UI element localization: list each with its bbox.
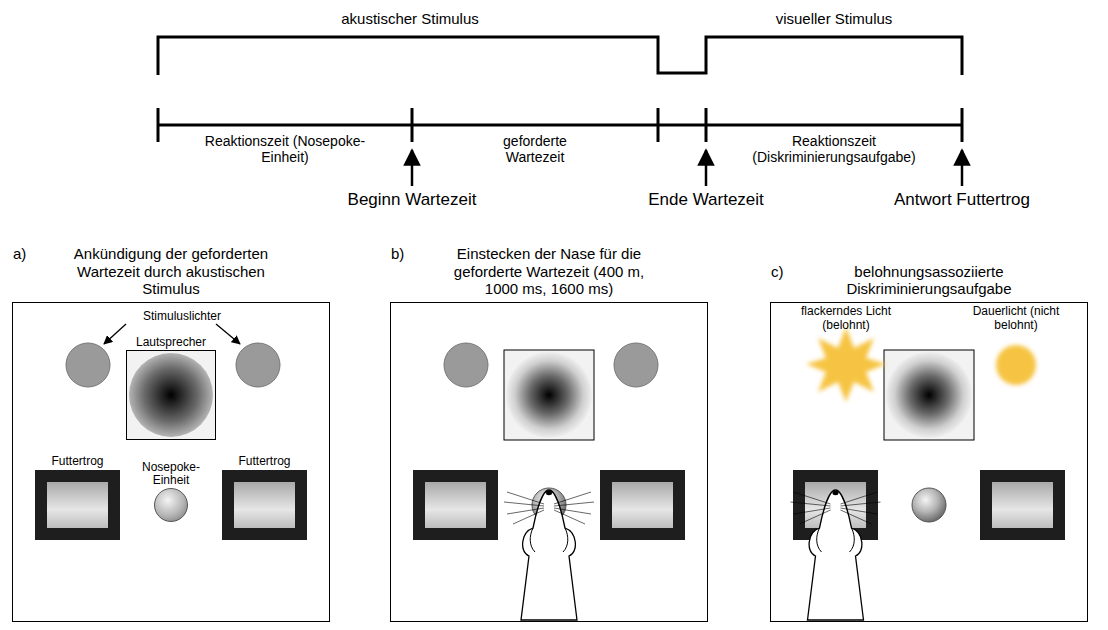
text-label: akustischer Stimulus	[300, 10, 520, 27]
text-label: Reaktionszeit (Diskriminierungsaufgabe)	[729, 133, 939, 165]
panel-letter: b)	[391, 245, 404, 262]
text-label: Beginn Wartezeit	[322, 190, 502, 210]
text-label: Antwort Futtertrog	[872, 190, 1052, 210]
text-label: flackerndes Licht (belohnt)	[791, 305, 901, 333]
speaker-part: Lautsprecher	[126, 350, 216, 440]
line-shape	[705, 108, 708, 142]
trough-opening	[234, 482, 295, 528]
stimulus-bracket	[158, 37, 962, 75]
trough-part: Futtertrog	[222, 470, 307, 540]
line-shape	[705, 150, 708, 186]
text-label: Reaktionszeit (Nosepoke-Einheit)	[185, 133, 385, 165]
panel-header: b) Einstecken der Nase für die geforderte…	[391, 245, 707, 297]
panel-letter: a)	[13, 245, 26, 262]
line-shape	[961, 108, 964, 142]
text-label: Dauerlicht (nicht belohnt)	[966, 305, 1066, 333]
line-shape	[411, 108, 414, 142]
part-label: Futtertrog	[28, 455, 128, 468]
chamber-panel: c)belohnungsassoziierte Diskriminierungs…	[770, 302, 1088, 622]
part-label: Futtertrog	[215, 455, 315, 468]
panel-header: a) Ankündigung der geforderten Wartezeit …	[13, 245, 329, 297]
line-shape	[104, 324, 126, 344]
poke-part: Nosepoke- Einheit	[154, 488, 188, 522]
panel-header: c) belohnungsassoziierte Diskriminierungs…	[771, 263, 1087, 298]
line-shape	[961, 150, 964, 186]
line-shape	[158, 124, 962, 127]
flicker-light	[806, 327, 886, 402]
line-shape	[411, 150, 414, 186]
text-label: Stimuluslichter	[127, 310, 237, 324]
panel-caption: Einstecken der Nase für die geforderte W…	[442, 245, 657, 297]
text-label: visueller Stimulus	[734, 10, 934, 27]
speaker-cone	[129, 353, 213, 437]
panel-caption: belohnungsassoziierte Diskriminierungsau…	[837, 263, 1022, 298]
rat-c	[791, 490, 881, 620]
part-label: Nosepoke- Einheit	[138, 461, 204, 487]
line-shape	[216, 324, 240, 344]
part-label: Lautsprecher	[121, 336, 221, 349]
line-shape	[157, 108, 160, 142]
panel-letter: c)	[771, 263, 784, 280]
chamber-panel: b)Einstecken der Nase für die geforderte…	[390, 302, 708, 622]
panel-caption: Ankündigung der geforderten Wartezeit du…	[64, 245, 279, 297]
chamber-panel: a)Ankündigung der geforderten Wartezeit …	[12, 302, 330, 622]
rat-b	[504, 490, 594, 620]
trough-part: Futtertrog	[35, 470, 120, 540]
text-label: Ende Wartezeit	[626, 190, 786, 210]
text-label: geforderte Wartezeit	[480, 133, 590, 165]
steady-light	[996, 345, 1036, 385]
line-shape	[657, 108, 660, 142]
trough-opening	[47, 482, 108, 528]
